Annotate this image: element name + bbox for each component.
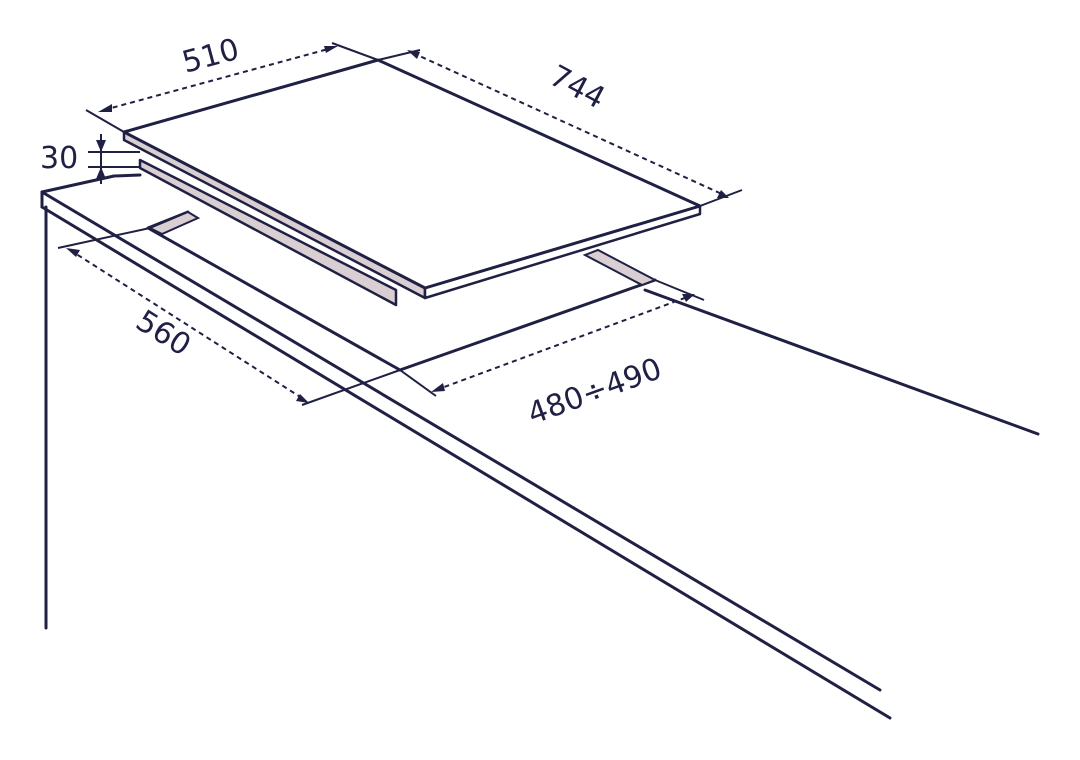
arrow-510-left [98, 104, 112, 112]
arrow-744-left [407, 50, 420, 59]
dim-label-560: 560 [130, 303, 197, 363]
dim-line-744 [412, 52, 725, 196]
cutout-wall-right [582, 248, 658, 287]
dim-line-510 [103, 47, 333, 111]
arrow-560-right [296, 394, 309, 403]
worktop-top-left-edge [40, 173, 142, 194]
arrow-560-left [66, 248, 80, 257]
worktop [40, 173, 1040, 720]
ext-line-480-left [399, 369, 437, 397]
cutout-edge-front [398, 278, 657, 372]
dimension-30: 30 [40, 134, 140, 184]
hob [122, 58, 702, 307]
worktop-front-bottom-edge [40, 205, 892, 720]
ext-line-480-right [654, 279, 705, 301]
worktop-front-top-edge [40, 190, 882, 692]
arrow-30-bottom [96, 167, 106, 179]
hob-base-band [138, 158, 398, 307]
arrow-510-right [324, 46, 338, 53]
cutout-wall-left [147, 210, 201, 236]
dim-line-480 [435, 295, 691, 391]
arrow-480-right [682, 294, 695, 302]
dim-line-560 [69, 249, 306, 401]
hob-glass-top [122, 58, 702, 290]
ext-line-510-left [85, 109, 125, 133]
arrow-744-right [717, 190, 729, 198]
dimension-480-490: 480÷490 [399, 279, 705, 432]
dim-label-744: 744 [544, 59, 611, 117]
ext-line-510-right [331, 42, 379, 61]
dim-label-30: 30 [40, 141, 78, 176]
ext-line-560-left [57, 227, 151, 249]
ext-line-560-right [301, 369, 401, 406]
dim-label-510: 510 [179, 32, 243, 81]
arrow-480-left [431, 383, 445, 392]
dim-label-480-490: 480÷490 [523, 351, 666, 432]
arrow-30-top [96, 140, 106, 152]
worktop-back-edge [643, 288, 1040, 436]
